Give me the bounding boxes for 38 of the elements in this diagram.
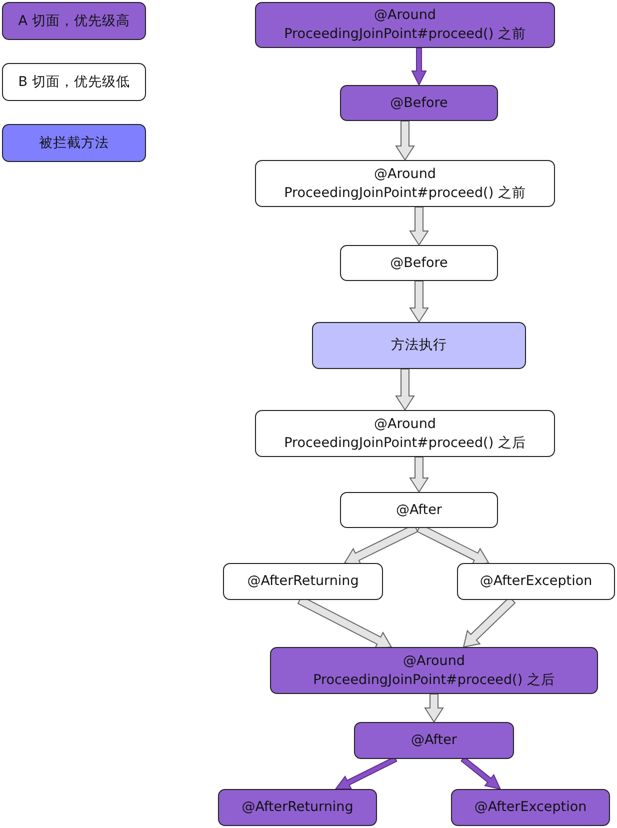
node-label: @After bbox=[411, 731, 457, 750]
arrow bbox=[395, 368, 415, 411]
node-label: @After bbox=[396, 500, 442, 520]
node-label: @Around ProceedingJoinPoint#proceed() 之后 bbox=[283, 414, 527, 452]
node-label: @AfterReturning bbox=[247, 572, 359, 591]
arrow bbox=[395, 120, 415, 161]
arrow bbox=[409, 456, 429, 493]
aspect-b-box bbox=[340, 492, 498, 528]
arrow bbox=[409, 206, 429, 246]
legend-label: B 切面，优先级低 bbox=[18, 73, 130, 91]
node-label: @AfterException bbox=[474, 798, 587, 817]
aspect-b-box bbox=[255, 410, 555, 457]
arrow bbox=[409, 280, 429, 323]
aspect-b-box bbox=[255, 160, 555, 207]
node-label: 方法执行 bbox=[391, 336, 447, 355]
aspect-a-box bbox=[451, 789, 610, 826]
aspect-a-box bbox=[218, 789, 377, 826]
node-label: @Around ProceedingJoinPoint#proceed() 之前 bbox=[283, 164, 527, 202]
node-label: @Before bbox=[390, 254, 448, 272]
arrow bbox=[334, 756, 398, 790]
legend-label: A 切面，优先级高 bbox=[18, 12, 130, 30]
method-box bbox=[312, 322, 526, 369]
aspect-a-box bbox=[255, 2, 555, 48]
legend-label: 被拦截方法 bbox=[39, 134, 109, 152]
node-label: @AfterException bbox=[480, 572, 592, 591]
node-label: @AfterReturning bbox=[242, 798, 354, 817]
node-label: @Around ProceedingJoinPoint#proceed() 之前 bbox=[283, 6, 527, 44]
aspect-a-box bbox=[270, 647, 598, 694]
arrow bbox=[424, 694, 444, 723]
node-label: @Before bbox=[390, 94, 448, 112]
aspect-b-box bbox=[457, 563, 615, 600]
aspect-a-box bbox=[354, 722, 514, 759]
arrow bbox=[460, 756, 502, 790]
aspect-a-box bbox=[340, 85, 498, 121]
arrow bbox=[411, 48, 427, 86]
aspect-b-box bbox=[340, 245, 498, 281]
aspect-b-box bbox=[223, 563, 383, 600]
node-label: @Around ProceedingJoinPoint#proceed() 之后 bbox=[312, 652, 556, 690]
